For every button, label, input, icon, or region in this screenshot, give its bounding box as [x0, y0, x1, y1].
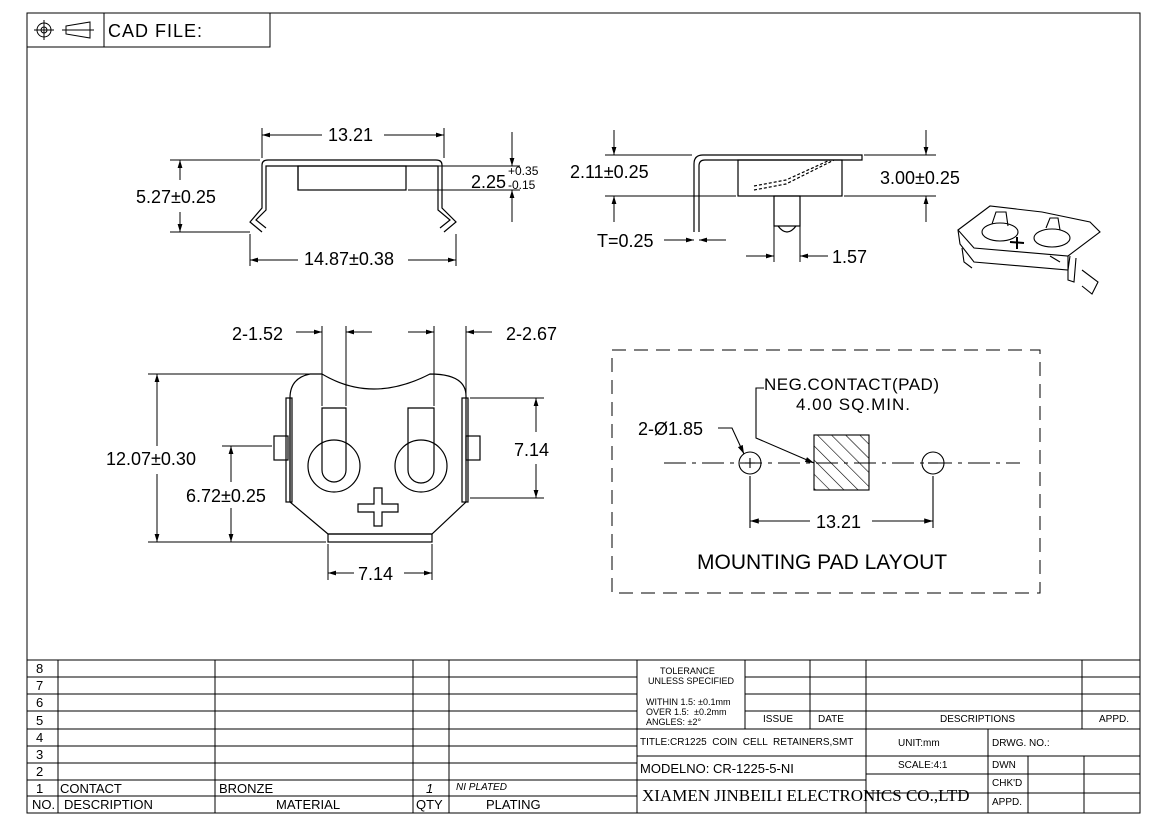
front-height-total: 5.27±0.25 — [136, 187, 216, 207]
front-body-tol-minus: -0.15 — [508, 178, 536, 192]
front-dims — [170, 128, 520, 266]
pad-layout-drawing — [718, 387, 945, 528]
side-dims — [605, 130, 936, 262]
side-thickness: T=0.25 — [597, 231, 654, 251]
title-block-grid — [27, 659, 1140, 813]
side-height-left: 2.11±0.25 — [570, 162, 649, 182]
pad-layout-title: MOUNTING PAD LAYOUT — [697, 551, 947, 574]
neg-contact-line2: 4.00 SQ.MIN. — [796, 395, 911, 414]
top-height-right: 7.14 — [514, 440, 549, 460]
front-width-top: 13.21 — [328, 125, 373, 145]
top-slot-left: 2-1.52 — [232, 324, 283, 344]
front-body-height: 2.25 — [471, 172, 506, 192]
header-box: CAD FILE: — [26, 12, 271, 48]
front-view — [249, 159, 457, 233]
sheet-border — [26, 12, 1141, 814]
isometric-view — [957, 205, 1101, 295]
neg-contact-line1: NEG.CONTACT(PAD) — [764, 375, 939, 394]
top-width-bottom: 7.14 — [358, 564, 393, 584]
top-dims — [148, 326, 544, 580]
front-width-bottom: 14.87±0.38 — [304, 249, 394, 269]
top-height-total: 12.07±0.30 — [106, 449, 196, 469]
projection-symbol-icon — [34, 20, 94, 40]
pad-hole-label: 2-Ø1.85 — [638, 419, 703, 439]
neg-contact-pad — [813, 434, 870, 491]
pad-spacing: 13.21 — [816, 512, 861, 532]
pad-hole-right — [921, 451, 945, 475]
top-view — [273, 373, 481, 543]
pad-hole-left — [738, 451, 762, 475]
side-pin: 1.57 — [832, 247, 867, 267]
cad-file-label: CAD FILE: — [108, 21, 203, 41]
front-body-tol-plus: +0.35 — [508, 164, 539, 178]
top-slot-right: 2-2.67 — [506, 324, 557, 344]
pad-layout-frame — [611, 349, 1041, 594]
side-height-right: 3.00±0.25 — [880, 168, 960, 188]
top-height-mid: 6.72±0.25 — [186, 486, 266, 506]
side-view — [693, 154, 863, 233]
